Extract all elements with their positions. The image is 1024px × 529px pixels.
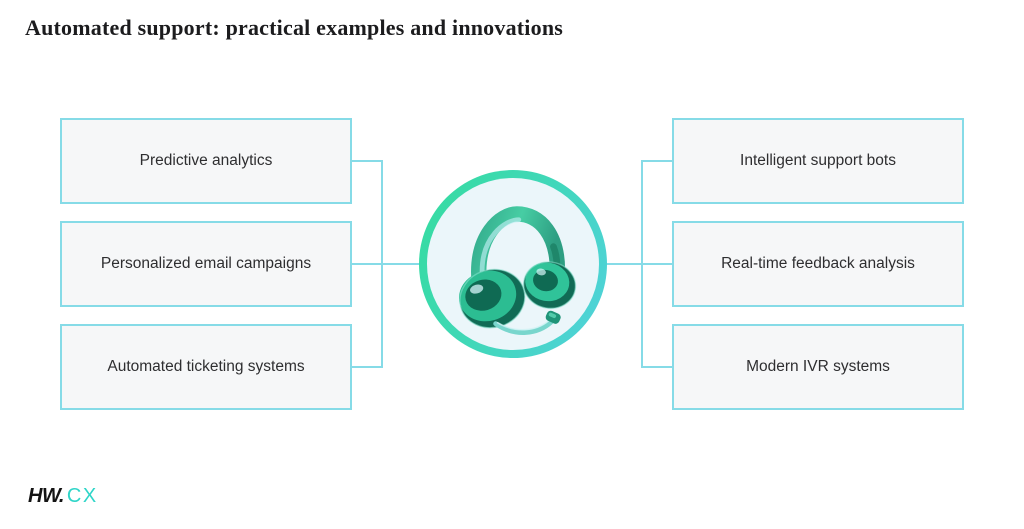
node-predictive-analytics: Predictive analytics [60,118,352,204]
connector-line [352,263,419,265]
connector-line [381,160,383,368]
node-modern-ivr-systems: Modern IVR systems [672,324,964,410]
connector-line [641,366,672,368]
node-personalized-email-campaigns: Personalized email campaigns [60,221,352,307]
center-circle-fill [427,178,599,350]
center-circle [419,170,607,358]
connector-line [641,160,672,162]
node-real-time-feedback-analysis: Real-time feedback analysis [672,221,964,307]
node-label: Predictive analytics [139,151,273,169]
brand-logo-secondary: CX [66,485,98,507]
connector-line [352,160,383,162]
node-intelligent-support-bots: Intelligent support bots [672,118,964,204]
node-label: Modern IVR systems [746,357,890,375]
brand-logo-primary: HW. [28,485,64,507]
connector-line [641,160,643,368]
connector-line [605,263,672,265]
node-automated-ticketing-systems: Automated ticketing systems [60,324,352,410]
node-label: Intelligent support bots [740,151,896,169]
node-label: Personalized email campaigns [100,254,312,272]
headset-icon [458,206,577,335]
node-label: Real-time feedback analysis [721,254,915,272]
brand-logo: HW.CX [28,485,98,507]
connector-line [352,366,383,368]
page-title: Automated support: practical examples an… [25,15,564,40]
node-label: Automated ticketing systems [107,357,305,375]
